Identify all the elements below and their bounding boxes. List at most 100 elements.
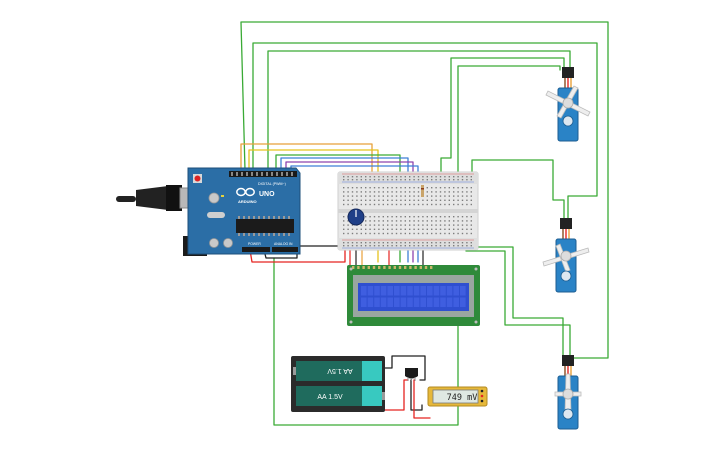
breadboard-hole[interactable]: [413, 224, 415, 226]
breadboard-hole[interactable]: [369, 245, 371, 247]
breadboard-hole[interactable]: [404, 228, 406, 230]
breadboard-hole[interactable]: [404, 199, 406, 201]
lcd-pin[interactable]: [378, 266, 381, 269]
breadboard-hole[interactable]: [431, 187, 433, 189]
breadboard-hole[interactable]: [382, 199, 384, 201]
breadboard-hole[interactable]: [448, 191, 450, 193]
breadboard-hole[interactable]: [387, 228, 389, 230]
breadboard-hole[interactable]: [343, 220, 345, 222]
breadboard-hole[interactable]: [391, 199, 393, 201]
breadboard-hole[interactable]: [439, 220, 442, 222]
breadboard-hole[interactable]: [435, 232, 437, 235]
breadboard-hole[interactable]: [351, 179, 354, 181]
breadboard-hole[interactable]: [382, 203, 384, 206]
breadboard-hole[interactable]: [417, 187, 420, 189]
breadboard-hole[interactable]: [466, 232, 468, 235]
breadboard-hole[interactable]: [391, 224, 393, 226]
breadboard-hole[interactable]: [409, 187, 411, 189]
breadboard-hole[interactable]: [422, 232, 424, 235]
breadboard-hole[interactable]: [466, 242, 468, 244]
breadboard-hole[interactable]: [417, 220, 420, 222]
breadboard-hole[interactable]: [351, 224, 354, 226]
breadboard-hole[interactable]: [457, 245, 459, 247]
breadboard-hole[interactable]: [431, 245, 433, 247]
breadboard-hole[interactable]: [435, 220, 437, 222]
breadboard-hole[interactable]: [387, 176, 389, 178]
breadboard-hole[interactable]: [431, 176, 433, 178]
breadboard-hole[interactable]: [453, 220, 455, 222]
lcd-pin[interactable]: [419, 266, 422, 269]
breadboard-hole[interactable]: [431, 242, 433, 244]
breadboard-hole[interactable]: [369, 187, 371, 189]
breadboard-hole[interactable]: [409, 224, 411, 226]
wire-servo1-ground[interactable]: [457, 65, 561, 174]
breadboard-hole[interactable]: [413, 187, 415, 189]
breadboard-hole[interactable]: [470, 203, 472, 206]
breadboard-hole[interactable]: [453, 224, 455, 226]
breadboard-hole[interactable]: [453, 216, 455, 218]
wire-servo3-power[interactable]: [445, 246, 564, 357]
breadboard-hole[interactable]: [404, 224, 406, 226]
breadboard-hole[interactable]: [400, 216, 402, 218]
breadboard-hole[interactable]: [373, 191, 376, 193]
breadboard-hole[interactable]: [382, 220, 384, 222]
breadboard-hole[interactable]: [470, 242, 472, 244]
breadboard-hole[interactable]: [413, 245, 415, 247]
breadboard-hole[interactable]: [391, 179, 393, 181]
breadboard-hole[interactable]: [395, 216, 398, 218]
breadboard-hole[interactable]: [453, 232, 455, 235]
breadboard-hole[interactable]: [470, 245, 472, 247]
breadboard-hole[interactable]: [360, 228, 362, 230]
breadboard-hole[interactable]: [387, 220, 389, 222]
breadboard-hole[interactable]: [444, 220, 446, 222]
breadboard-hole[interactable]: [435, 245, 437, 247]
breadboard-hole[interactable]: [351, 242, 354, 244]
breadboard-hole[interactable]: [413, 203, 415, 206]
breadboard-hole[interactable]: [448, 199, 450, 201]
breadboard-hole[interactable]: [387, 199, 389, 201]
breadboard-hole[interactable]: [466, 195, 468, 197]
breadboard-hole[interactable]: [466, 176, 468, 178]
breadboard-hole[interactable]: [404, 216, 406, 218]
breadboard-hole[interactable]: [448, 216, 450, 218]
breadboard-hole[interactable]: [351, 232, 354, 235]
breadboard-hole[interactable]: [404, 242, 406, 244]
breadboard-hole[interactable]: [404, 232, 406, 235]
breadboard-hole[interactable]: [356, 187, 358, 189]
breadboard-hole[interactable]: [422, 203, 424, 206]
breadboard-hole[interactable]: [409, 232, 411, 235]
breadboard-hole[interactable]: [461, 199, 464, 201]
wire-battery-neg[interactable]: [383, 355, 426, 381]
breadboard-hole[interactable]: [351, 245, 354, 247]
breadboard-hole[interactable]: [409, 228, 411, 230]
breadboard-hole[interactable]: [457, 195, 459, 197]
breadboard-hole[interactable]: [444, 242, 446, 244]
breadboard-hole[interactable]: [356, 176, 358, 178]
breadboard-hole[interactable]: [356, 232, 358, 235]
breadboard-hole[interactable]: [400, 179, 402, 181]
breadboard-hole[interactable]: [457, 242, 459, 244]
breadboard-hole[interactable]: [347, 203, 349, 206]
breadboard-hole[interactable]: [461, 203, 464, 206]
breadboard-hole[interactable]: [461, 216, 464, 218]
breadboard-hole[interactable]: [404, 195, 406, 197]
lcd-pin[interactable]: [393, 266, 396, 269]
lcd-pin[interactable]: [398, 266, 402, 269]
breadboard-hole[interactable]: [448, 228, 450, 230]
breadboard-hole[interactable]: [431, 203, 433, 206]
breadboard-hole[interactable]: [404, 203, 406, 206]
breadboard-hole[interactable]: [457, 220, 459, 222]
breadboard-hole[interactable]: [400, 232, 402, 235]
breadboard-hole[interactable]: [360, 179, 362, 181]
breadboard-hole[interactable]: [439, 224, 442, 226]
breadboard-hole[interactable]: [409, 195, 411, 197]
breadboard-hole[interactable]: [373, 232, 376, 235]
breadboard-hole[interactable]: [439, 242, 442, 244]
breadboard-hole[interactable]: [444, 228, 446, 230]
breadboard-hole[interactable]: [391, 203, 393, 206]
breadboard-hole[interactable]: [391, 228, 393, 230]
breadboard-hole[interactable]: [444, 187, 446, 189]
breadboard-hole[interactable]: [431, 224, 433, 226]
wire-gnd[interactable]: [263, 245, 353, 259]
breadboard-hole[interactable]: [343, 224, 345, 226]
